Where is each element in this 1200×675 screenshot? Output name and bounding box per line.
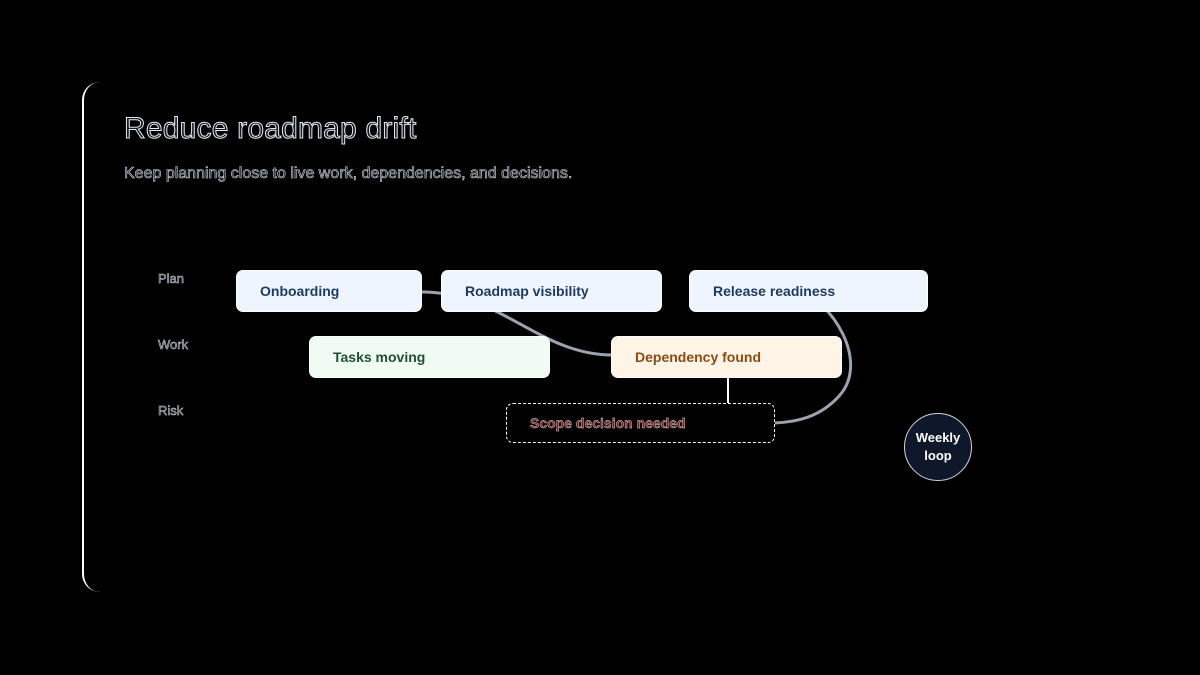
card-roadmap-visibility[interactable]: Roadmap visibility	[441, 270, 662, 312]
card-scope-decision-label: Scope decision needed	[530, 415, 686, 431]
card-onboarding[interactable]: Onboarding	[236, 270, 422, 312]
weekly-loop-line2: loop	[924, 448, 952, 463]
card-release-readiness[interactable]: Release readiness	[689, 270, 928, 312]
page-title: Reduce roadmap drift	[124, 112, 417, 146]
page-subtitle: Keep planning close to live work, depend…	[124, 165, 573, 183]
card-dependency-found[interactable]: Dependency found	[611, 336, 842, 378]
lane-label-plan: Plan	[158, 271, 185, 287]
weekly-loop-badge: Weekly loop	[904, 413, 972, 481]
lane-label-risk: Risk	[158, 403, 184, 419]
lane-label-work: Work	[158, 337, 189, 353]
slide-frame	[82, 82, 1112, 592]
card-scope-decision[interactable]: Scope decision needed	[506, 403, 775, 443]
card-roadmap-visibility-label: Roadmap visibility	[465, 283, 589, 299]
card-release-readiness-label: Release readiness	[713, 283, 836, 299]
card-tasks-moving[interactable]: Tasks moving	[309, 336, 550, 378]
weekly-loop-line1: Weekly	[915, 430, 961, 445]
card-dependency-found-label: Dependency found	[635, 349, 762, 365]
card-onboarding-label: Onboarding	[260, 283, 340, 299]
card-tasks-moving-label: Tasks moving	[333, 349, 426, 365]
